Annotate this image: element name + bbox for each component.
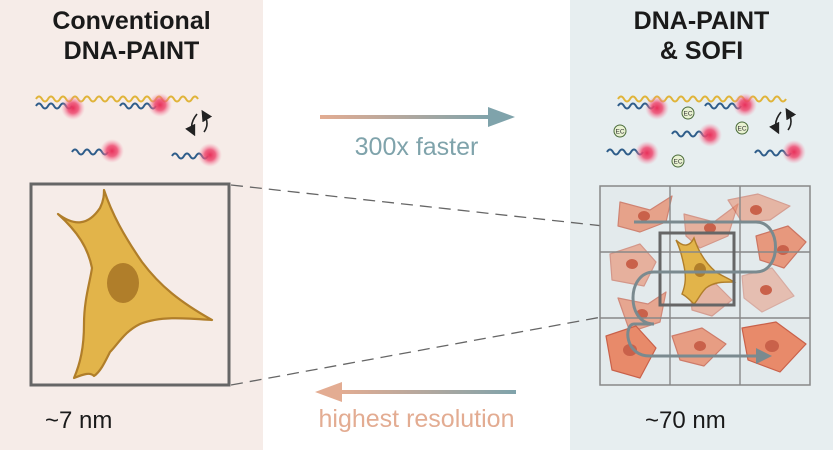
single-cell — [56, 188, 214, 380]
sofi-title-line2: & SOFI — [659, 37, 744, 65]
left-bound-imager-1 — [35, 96, 85, 120]
left-free-imager-1 — [71, 139, 124, 163]
ec-badge: EC — [613, 124, 627, 138]
sofi-title: DNA-PAINT & SOFI — [570, 6, 833, 66]
conventional-resolution: ~7 nm — [45, 407, 113, 434]
ec-badge: EC — [681, 106, 695, 120]
zoom-region — [658, 231, 736, 307]
sofi-title-line1: DNA-PAINT — [633, 7, 770, 35]
svg-text:EC: EC — [673, 159, 682, 166]
left-free-imager-2 — [171, 143, 222, 167]
right-docking-strand — [617, 95, 787, 103]
left-docking-strand — [35, 95, 199, 103]
right-binding-cycle-arrow — [769, 107, 797, 135]
resolution-arrow — [315, 382, 516, 402]
right-imagers — [606, 93, 806, 165]
cell-nucleus — [107, 263, 139, 303]
conventional-title-line2: DNA-PAINT — [63, 37, 200, 65]
ec-badge: EC — [735, 121, 749, 135]
conventional-title-line1: Conventional — [52, 7, 211, 35]
sofi-resolution: ~70 nm — [645, 407, 726, 434]
conventional-title: Conventional DNA-PAINT — [0, 6, 263, 66]
speed-label: 300x faster — [354, 133, 479, 161]
speed-arrow — [320, 107, 515, 127]
tile-grid — [600, 186, 810, 385]
zoom-lines — [230, 184, 668, 386]
svg-text:EC: EC — [615, 129, 624, 136]
resolution-label: highest resolution — [318, 405, 515, 433]
ec-badges: EC EC EC EC — [613, 106, 749, 168]
svg-text:EC: EC — [683, 111, 692, 118]
comparison-panel — [263, 0, 570, 450]
left-binding-cycle-arrow — [185, 109, 213, 137]
scan-path — [626, 220, 777, 364]
svg-text:EC: EC — [737, 126, 746, 133]
ec-badge: EC — [671, 154, 685, 168]
left-bound-imager-2 — [119, 93, 172, 117]
